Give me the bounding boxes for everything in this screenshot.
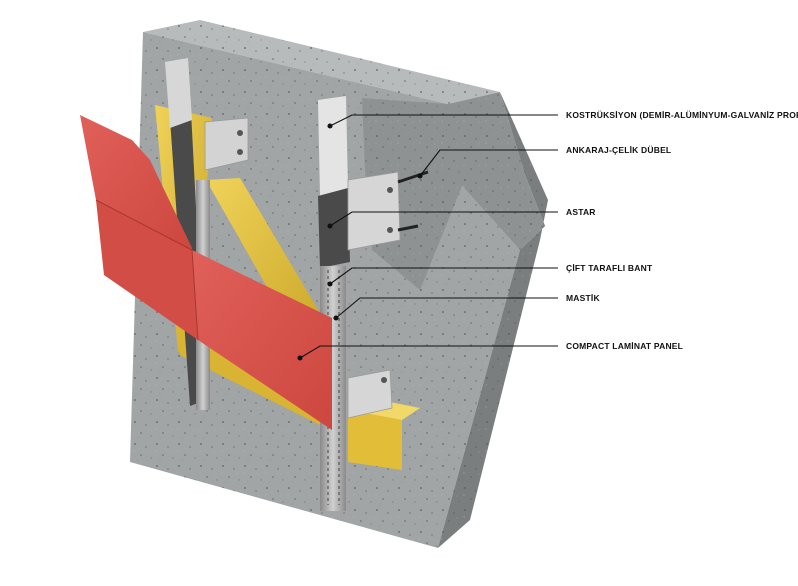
bolt-icon xyxy=(237,130,243,136)
profile-right-primer xyxy=(318,188,350,268)
label-panel: COMPACT LAMİNAT PANEL xyxy=(566,341,683,351)
bracket-right-lower xyxy=(347,369,393,419)
anchor-dowel xyxy=(397,170,429,184)
panel-upper xyxy=(80,115,192,250)
bolt-icon xyxy=(387,227,393,233)
leader-primer xyxy=(329,211,558,227)
panel-lower-left xyxy=(96,200,198,340)
bolt-icon xyxy=(237,149,243,155)
panel-joint xyxy=(95,199,193,251)
label-double-tape: ÇİFT TARAFLI BANT xyxy=(566,263,653,273)
anchor-dowel xyxy=(397,224,419,232)
insulation-block-front xyxy=(348,410,402,470)
profile-left-steel xyxy=(165,58,192,128)
bracket-left xyxy=(204,117,249,171)
leader-panel xyxy=(299,345,558,359)
panel-lower-right xyxy=(192,250,332,430)
label-mastic: MASTİK xyxy=(566,293,600,303)
leader-double-tape xyxy=(329,267,558,285)
laminate-panels xyxy=(80,115,332,430)
callout-labels: KOSTRÜKSİYON (DEMİR-ALÜMİNYUM-GALVANİZ P… xyxy=(566,110,798,351)
label-anchor: ANKARAJ-ÇELİK DÜBEL xyxy=(566,145,671,155)
label-construction: KOSTRÜKSİYON (DEMİR-ALÜMİNYUM-GALVANİZ P… xyxy=(566,110,798,120)
panel-joint xyxy=(191,249,199,341)
leader-construction xyxy=(329,114,558,127)
bolt-icon xyxy=(381,377,387,383)
leader-lines xyxy=(297,114,558,361)
profile-right-steel xyxy=(318,96,348,196)
label-primer: ASTAR xyxy=(566,207,596,217)
insulation-bottom-board xyxy=(180,330,330,430)
bracket-right-upper xyxy=(347,171,401,251)
bolt-icon xyxy=(387,187,393,193)
leader-anchor xyxy=(419,149,558,177)
leader-mastic xyxy=(335,297,558,319)
